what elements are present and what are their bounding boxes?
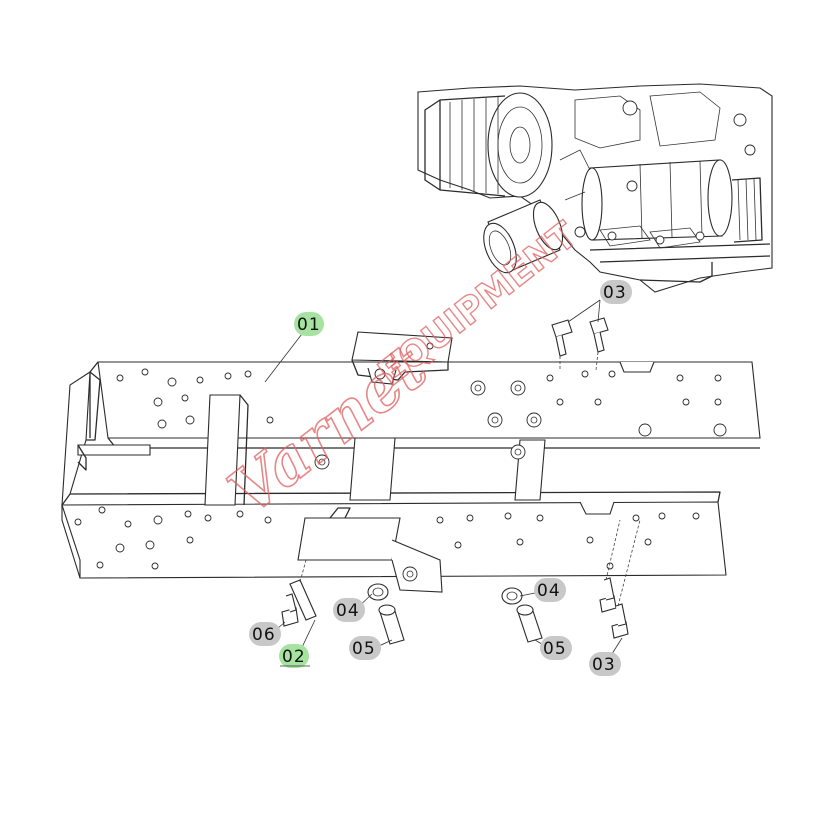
callout-03-top[interactable]: 03 [600, 280, 632, 304]
callout-06-label: 06 [252, 625, 276, 645]
callout-04-left[interactable]: 04 [333, 598, 365, 622]
studs-05 [378, 604, 543, 645]
upper-rail-holes [116, 368, 727, 437]
engine-assembly [417, 83, 773, 293]
callout-03-bottom[interactable]: 03 [589, 652, 621, 676]
lower-mount-bracket [297, 507, 443, 593]
callout-02-label: 02 [282, 647, 306, 667]
upper-mount-bracket [351, 331, 453, 385]
callout-05-left[interactable]: 05 [349, 636, 381, 660]
callout-03-bottom-label: 03 [592, 655, 616, 675]
cross-member-center [349, 437, 396, 501]
callout-04-left-label: 04 [336, 601, 360, 621]
callout-05-right[interactable]: 05 [540, 636, 572, 660]
callout-05-right-label: 05 [543, 639, 567, 659]
bolts-03-top [551, 317, 609, 371]
lower-rail-holes [74, 506, 700, 570]
callout-06[interactable]: 06 [249, 622, 281, 646]
alternator [424, 92, 553, 198]
callout-03-top-label: 03 [603, 283, 627, 303]
oil-filter [483, 199, 564, 274]
upper-rail-nuts [314, 380, 542, 470]
bolts-03-bottom [599, 519, 641, 639]
callout-01-label: 01 [297, 315, 321, 335]
callout-04-right-label: 04 [537, 581, 561, 601]
callout-02[interactable]: 02 [279, 644, 310, 668]
callout-01[interactable]: 01 [294, 312, 324, 336]
cross-member-left [204, 394, 241, 506]
washers-04 [367, 583, 523, 605]
starter-motor [581, 159, 763, 243]
callout-05-left-label: 05 [352, 639, 376, 659]
pin-02-bolt-06 [281, 559, 317, 627]
callout-04-right[interactable]: 04 [534, 578, 566, 602]
